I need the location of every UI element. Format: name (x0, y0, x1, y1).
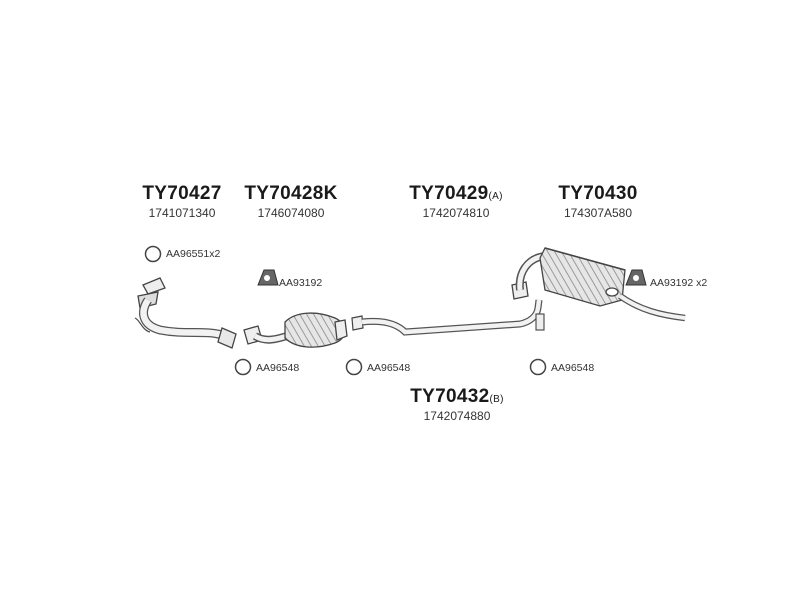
rubber-mount-icon (625, 269, 647, 286)
gasket-ring-icon (234, 358, 252, 376)
oem-number: 1742074880 (423, 409, 491, 423)
part-code: TY70429(A) (409, 183, 503, 204)
oem-number: 1746074080 (257, 206, 325, 220)
front-pipe-drawing (134, 277, 237, 349)
gasket-ring-icon (144, 245, 162, 263)
part-label-catalytic-converter: TY70428K 1746074080 (238, 183, 344, 220)
part-code: TY70428K (244, 183, 338, 204)
accessory-label: AA96548 (551, 362, 595, 374)
part-suffix: (A) (488, 191, 503, 202)
oem-number: 174307A580 (563, 206, 633, 220)
part-label-front-pipe: TY70427 1741071340 (130, 183, 234, 220)
gasket-ring-icon (529, 358, 547, 376)
centre-pipe-drawing (351, 299, 545, 336)
gasket-ring-icon (345, 358, 363, 376)
part-code: TY70430 (558, 183, 638, 204)
accessory-label: AA96548 (367, 362, 411, 374)
accessory-label: AA96551x2 (166, 248, 221, 260)
part-label-kit: TY70432(B) 1742074880 (402, 386, 512, 423)
rubber-mount-icon (257, 269, 279, 286)
oem-number: 1741071340 (148, 206, 216, 220)
part-label-rear-silencer: TY70430 174307A580 (550, 183, 646, 220)
accessory-label: AA93192 x2 (650, 277, 708, 289)
accessory-label: AA93192 (279, 277, 323, 289)
part-label-centre-pipe: TY70429(A) 1742074810 (400, 183, 512, 220)
accessory-label: AA96548 (256, 362, 300, 374)
part-suffix: (B) (489, 394, 504, 405)
part-code: TY70432(B) (410, 386, 504, 407)
rear-silencer-drawing (511, 247, 686, 322)
oem-number: 1742074810 (422, 206, 490, 220)
part-code: TY70427 (142, 183, 222, 204)
catalytic-converter-drawing (243, 312, 348, 348)
